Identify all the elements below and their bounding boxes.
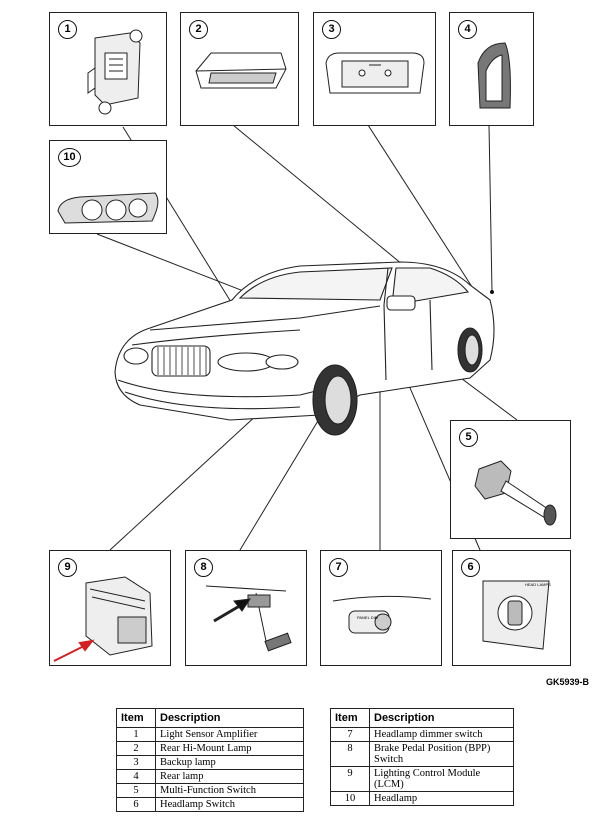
item-number: 3 (116, 755, 156, 770)
callout-2: 2 (189, 20, 208, 39)
callout-9: 9 (58, 558, 77, 577)
callout-1: 1 (58, 20, 77, 39)
lighting-control-module-icon (53, 576, 153, 662)
item-number: 1 (116, 727, 156, 742)
callout-8: 8 (194, 558, 213, 577)
headlamp-switch-icon: HEAD LAMPS (482, 580, 551, 650)
multi-function-switch-icon (474, 460, 557, 526)
header-description: Description (155, 708, 304, 728)
item-number: 2 (116, 741, 156, 756)
header-description: Description (369, 708, 514, 728)
item-description: Light Sensor Amplifier (155, 727, 304, 742)
callout-7: 7 (329, 558, 348, 577)
table-header-row: Item Description (330, 708, 514, 728)
item-description: Backup lamp (155, 755, 304, 770)
item-number: 8 (330, 741, 370, 767)
header-item: Item (116, 708, 156, 728)
panel-light-sensor-amplifier: 1 (49, 12, 167, 126)
light-sensor-amplifier-icon (87, 29, 143, 115)
item-number: 10 (330, 791, 370, 806)
header-item: Item (330, 708, 370, 728)
panel-rear-lamp: 4 (449, 12, 534, 126)
item-number: 7 (330, 727, 370, 742)
brake-pedal-switch-icon (205, 585, 292, 652)
item-description: Headlamp (369, 791, 514, 806)
item-description: Multi-Function Switch (155, 783, 304, 798)
callout-5: 5 (459, 428, 478, 447)
item-number: 6 (116, 797, 156, 812)
panel-multi-function-switch: 5 (450, 420, 571, 539)
callout-4: 4 (458, 20, 477, 39)
callout-6: 6 (461, 558, 480, 577)
item-description: Brake Pedal Position (BPP) Switch (369, 741, 514, 767)
panel-headlamp-dimmer-switch: PANEL DIM 7 (320, 550, 442, 666)
dimmer-label: PANEL DIM (357, 615, 378, 620)
callout-10: 10 (58, 148, 81, 167)
panel-brake-pedal-switch: 8 (185, 550, 307, 666)
panel-backup-lamp: 3 (313, 12, 436, 126)
item-number: 4 (116, 769, 156, 784)
item-number: 5 (116, 783, 156, 798)
item-description: Lighting Control Module (LCM) (369, 766, 514, 792)
panel-rear-hi-mount-lamp: 2 (180, 12, 299, 126)
callout-3: 3 (322, 20, 341, 39)
panel-headlamp: 10 (49, 140, 167, 234)
figure-id: GK5939-B (546, 677, 590, 687)
item-description: Headlamp Switch (155, 797, 304, 812)
panel-headlamp-switch: HEAD LAMPS 6 (452, 550, 571, 666)
item-number: 9 (330, 766, 370, 792)
hi-mount-lamp-icon (195, 52, 287, 89)
item-description: Rear lamp (155, 769, 304, 784)
backup-lamp-icon (325, 52, 425, 94)
rear-lamp-icon (477, 42, 511, 109)
headlamp-icon (57, 192, 159, 224)
headlamp-switch-label: HEAD LAMPS (525, 582, 551, 587)
table-header-row: Item Description (116, 708, 304, 728)
panel-lighting-control-module: 9 (49, 550, 171, 666)
dimmer-switch-icon: PANEL DIM (332, 595, 432, 634)
item-description: Rear Hi-Mount Lamp (155, 741, 304, 756)
item-description: Headlamp dimmer switch (369, 727, 514, 742)
